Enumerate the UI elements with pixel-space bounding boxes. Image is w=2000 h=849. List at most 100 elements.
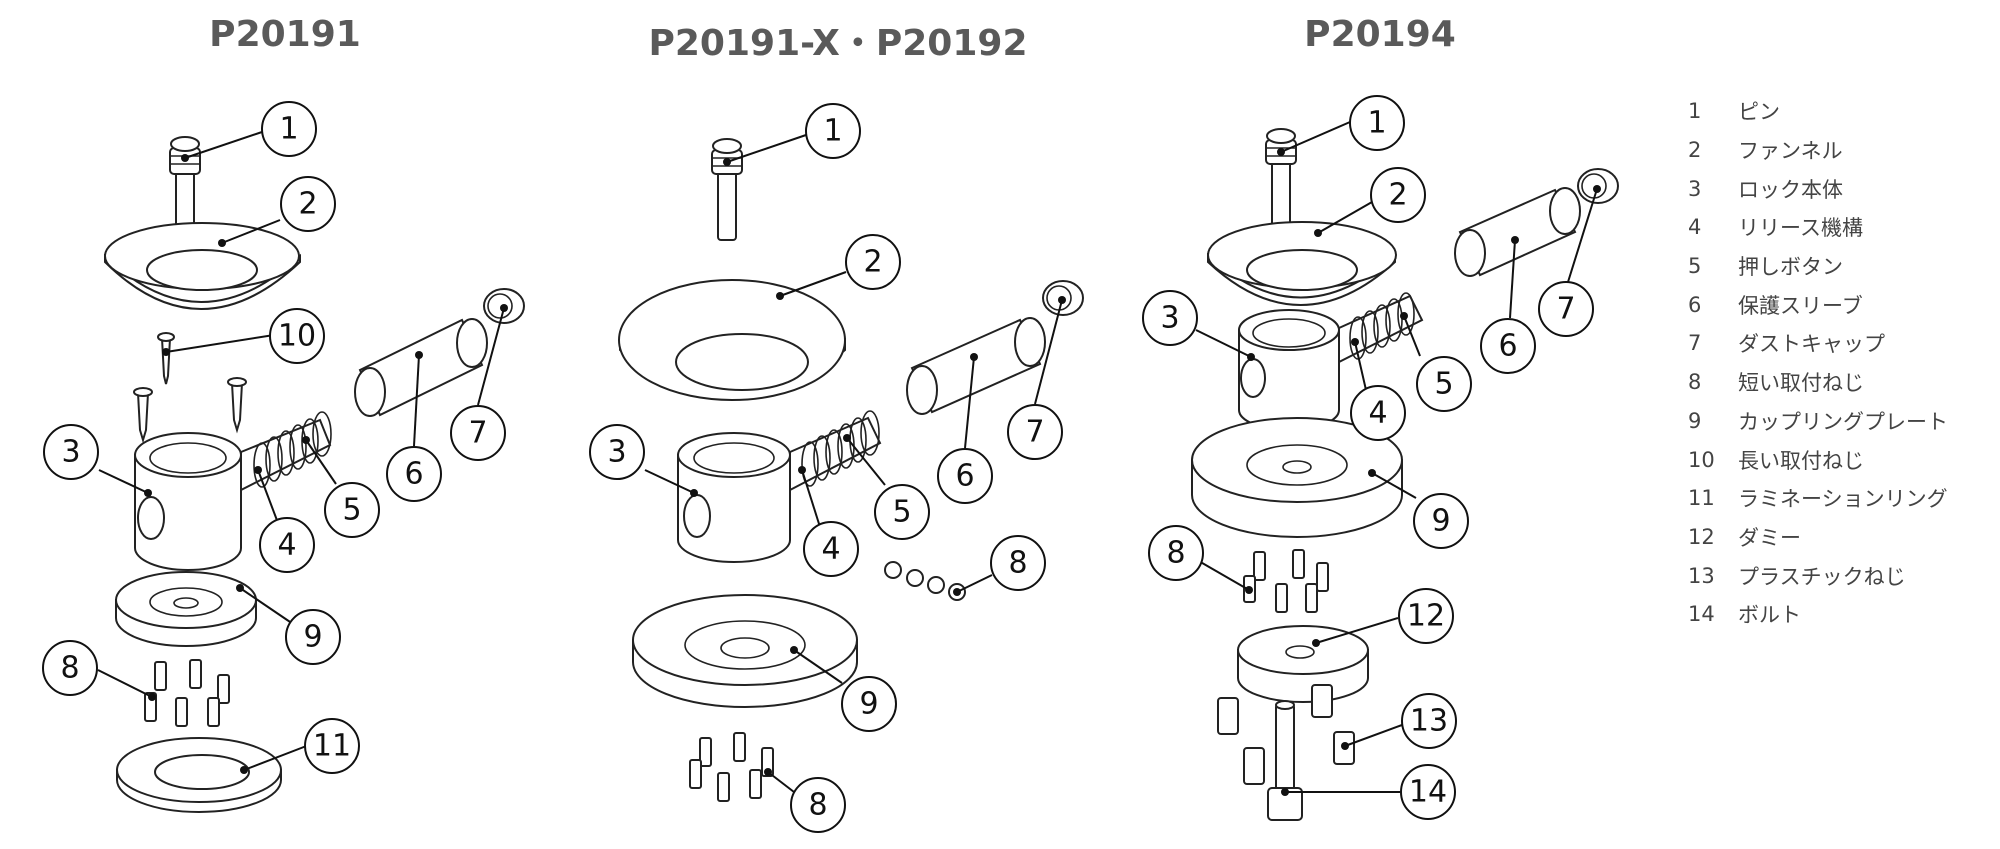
svg-text:8: 8: [60, 651, 79, 686]
sleeve-part: [1454, 187, 1581, 277]
long-screws-part: [133, 332, 247, 444]
svg-text:6: 6: [1498, 329, 1517, 364]
callout-b-5: 5: [874, 484, 930, 540]
callout-b-2: 2: [845, 234, 901, 290]
legend-item-4: 4 リリース機構: [1688, 208, 1948, 247]
callout-a-3: 3: [43, 424, 99, 480]
lock-body-part: [677, 410, 882, 563]
legend-number: 4: [1688, 215, 1702, 240]
svg-text:7: 7: [1025, 415, 1044, 450]
legend-part-name: ラミネーションリング: [1738, 487, 1948, 512]
svg-text:10: 10: [278, 319, 316, 354]
legend-number: 13: [1688, 563, 1715, 588]
legend-number: 14: [1688, 602, 1715, 627]
sleeve-part: [906, 317, 1046, 415]
funnel-part: [104, 222, 301, 310]
callout-a-8: 8: [42, 640, 98, 696]
pin-part: [1265, 128, 1297, 231]
legend-number: 6: [1688, 292, 1702, 317]
svg-text:11: 11: [313, 729, 351, 764]
legend-number: 11: [1688, 486, 1715, 511]
legend-number: 9: [1688, 408, 1702, 433]
callout-a-11: 11: [304, 718, 360, 774]
legend-part-name: ボルト: [1738, 603, 1801, 628]
svg-text:8: 8: [1166, 536, 1185, 571]
legend-item-10: 10 長い取付ねじ: [1688, 440, 1948, 479]
short-screws-part: [1243, 549, 1329, 613]
callout-c-13: 13: [1401, 693, 1457, 749]
callout-b-4: 4: [803, 521, 859, 577]
svg-text:5: 5: [1434, 367, 1453, 402]
callout-c-14: 14: [1400, 764, 1456, 820]
svg-text:7: 7: [468, 416, 487, 451]
svg-text:4: 4: [277, 528, 296, 563]
svg-text:9: 9: [859, 687, 878, 722]
legend-part-name: カップリングプレート: [1738, 409, 1948, 434]
lock-body-part: [1238, 292, 1424, 431]
title-p20191x-p20192: P20191-X・P20192: [648, 23, 1028, 64]
coupling-plate-part: [1191, 417, 1403, 538]
callout-c-3: 3: [1142, 290, 1198, 346]
svg-text:8: 8: [808, 788, 827, 823]
assembly-p20191: 1 2 10 7 6 3 5 4 9 8 11: [42, 101, 525, 813]
pin-part: [169, 136, 201, 238]
callout-b-7: 7: [1007, 404, 1063, 460]
plastic-screws-part: [1217, 684, 1355, 785]
callout-c-4: 4: [1350, 385, 1406, 441]
legend-item-14: 14 ボルト: [1688, 595, 1948, 634]
svg-text:4: 4: [1368, 396, 1387, 431]
svg-text:9: 9: [1431, 504, 1450, 539]
svg-text:1: 1: [279, 112, 298, 147]
legend-part-name: 保護スリーブ: [1738, 293, 1863, 318]
svg-text:2: 2: [298, 187, 317, 222]
svg-text:3: 3: [1160, 301, 1179, 336]
callout-b-8-upper: 8: [990, 535, 1046, 591]
title-p20191: P20191: [209, 14, 361, 55]
svg-text:3: 3: [61, 435, 80, 470]
lamination-ring-part: [116, 737, 282, 813]
callout-a-2: 2: [280, 176, 336, 232]
callout-c-9: 9: [1413, 493, 1469, 549]
callout-b-8-lower: 8: [790, 777, 846, 833]
pin-part: [711, 138, 743, 241]
legend-number: 8: [1688, 370, 1702, 395]
funnel-part: [1207, 221, 1397, 306]
callout-b-6: 6: [937, 448, 993, 504]
callout-a-9: 9: [285, 609, 341, 665]
legend-number: 12: [1688, 524, 1715, 549]
svg-text:5: 5: [892, 495, 911, 530]
short-screws-part: [689, 732, 774, 802]
legend-part-name: 長い取付ねじ: [1738, 448, 1864, 473]
callout-a-4: 4: [259, 517, 315, 573]
bolt-part: [1267, 700, 1303, 821]
callout-a-7: 7: [450, 405, 506, 461]
svg-text:8: 8: [1008, 546, 1027, 581]
coupling-plate-part: [632, 594, 858, 708]
callout-a-6: 6: [386, 446, 442, 502]
funnel-part: [618, 279, 846, 401]
svg-text:1: 1: [823, 114, 842, 149]
svg-text:1: 1: [1367, 106, 1386, 141]
legend-number: 10: [1688, 447, 1715, 472]
legend-part-name: 押しボタン: [1738, 255, 1843, 280]
svg-text:5: 5: [342, 493, 361, 528]
lock-body-part: [134, 411, 332, 571]
svg-text:7: 7: [1556, 292, 1575, 327]
svg-text:2: 2: [1388, 178, 1407, 213]
legend-part-name: ロック本体: [1738, 177, 1843, 202]
callout-a-1: 1: [261, 101, 317, 157]
legend-item-9: 9 カップリングプレート: [1688, 402, 1948, 441]
callout-c-1: 1: [1349, 95, 1405, 151]
callout-c-7: 7: [1538, 281, 1594, 337]
legend-number: 2: [1688, 138, 1702, 163]
svg-text:14: 14: [1409, 775, 1447, 810]
callout-c-12: 12: [1398, 588, 1454, 644]
legend-part-name: リリース機構: [1738, 216, 1863, 241]
svg-text:3: 3: [607, 435, 626, 470]
svg-text:9: 9: [303, 620, 322, 655]
